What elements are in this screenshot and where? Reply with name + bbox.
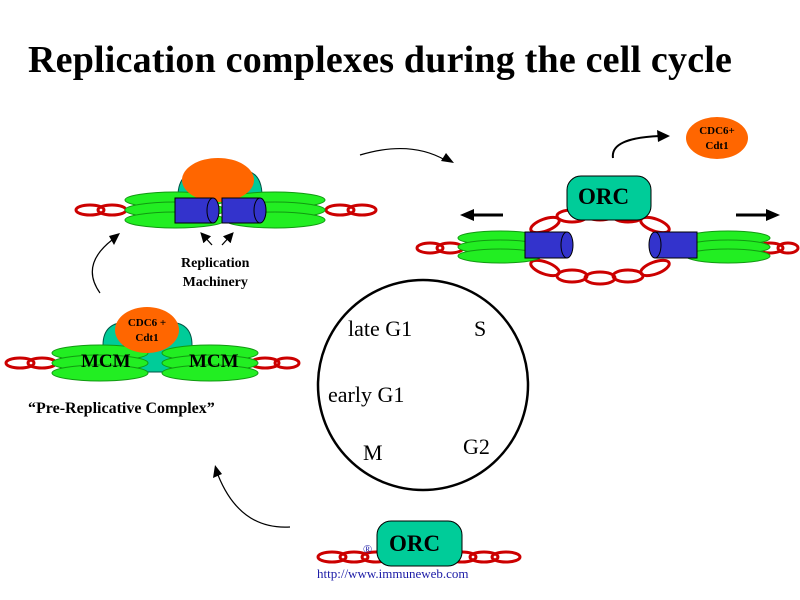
phase-m: M xyxy=(363,440,383,465)
phase-s: S xyxy=(474,316,487,341)
phase-early-g1: early G1 xyxy=(328,382,405,407)
cdc6-top-left xyxy=(182,158,254,202)
orc-bottom xyxy=(376,520,463,567)
mcm-label-right: MCM xyxy=(189,351,239,372)
phase-g2: G2 xyxy=(463,434,490,459)
pre-replicative-complex-label: “Pre-Replicative Complex” xyxy=(28,400,215,417)
orc-label-bottom: ORC xyxy=(389,531,441,556)
cdc6-label-top: CDC6+ Cdt1 xyxy=(693,124,741,154)
dna-bubble xyxy=(415,206,800,286)
footer-url[interactable]: http://www.immuneweb.com xyxy=(317,566,469,581)
replication-machinery-label: Replication Machinery xyxy=(181,254,249,292)
mcm-rings-bubble xyxy=(457,230,771,264)
cdc6-mid-left xyxy=(115,307,179,353)
cdc6-label-mid-line2: Cdt1 xyxy=(135,332,159,344)
mcm-rings-mid-left xyxy=(51,344,259,382)
arrow-left xyxy=(91,239,113,294)
fork-direction-arrows xyxy=(460,209,780,221)
orc-bottom-complex: ® xyxy=(316,520,522,567)
cdc6-released xyxy=(686,117,748,159)
cell-cycle-circle xyxy=(316,278,530,492)
pre-replicative-complex xyxy=(4,307,301,382)
cdc6-label-top-line2: Cdt1 xyxy=(705,140,729,152)
release-arrow xyxy=(611,135,661,159)
replication-machinery-complex xyxy=(74,158,378,246)
polymerase-top-left xyxy=(174,197,267,224)
cdc6-label-mid-line1: CDC6 + xyxy=(127,317,167,329)
cdc6-label-top-line1: CDC6+ xyxy=(699,125,735,137)
watermark-glyph: ® xyxy=(363,542,372,556)
arrow-bottom xyxy=(217,474,291,528)
replication-machinery-line1: Replication xyxy=(181,256,250,271)
orc-label-top: ORC xyxy=(578,184,630,209)
phase-late-g1: late G1 xyxy=(348,316,413,341)
replication-machinery-line2: Machinery xyxy=(182,275,248,290)
polymerase-bubble xyxy=(524,231,698,259)
arrow-top xyxy=(359,148,446,161)
cycle-arrows xyxy=(91,148,454,528)
dna-strand-top-left xyxy=(74,203,378,217)
slide-title: Replication complexes during the cell cy… xyxy=(28,39,733,81)
replication-bubble-complex xyxy=(415,117,800,286)
cdc6-label-mid: CDC6 + Cdt1 xyxy=(120,316,174,346)
mcm-label-left: MCM xyxy=(81,351,131,372)
pointer-arrows xyxy=(200,232,234,246)
orc-top-right xyxy=(566,175,652,221)
